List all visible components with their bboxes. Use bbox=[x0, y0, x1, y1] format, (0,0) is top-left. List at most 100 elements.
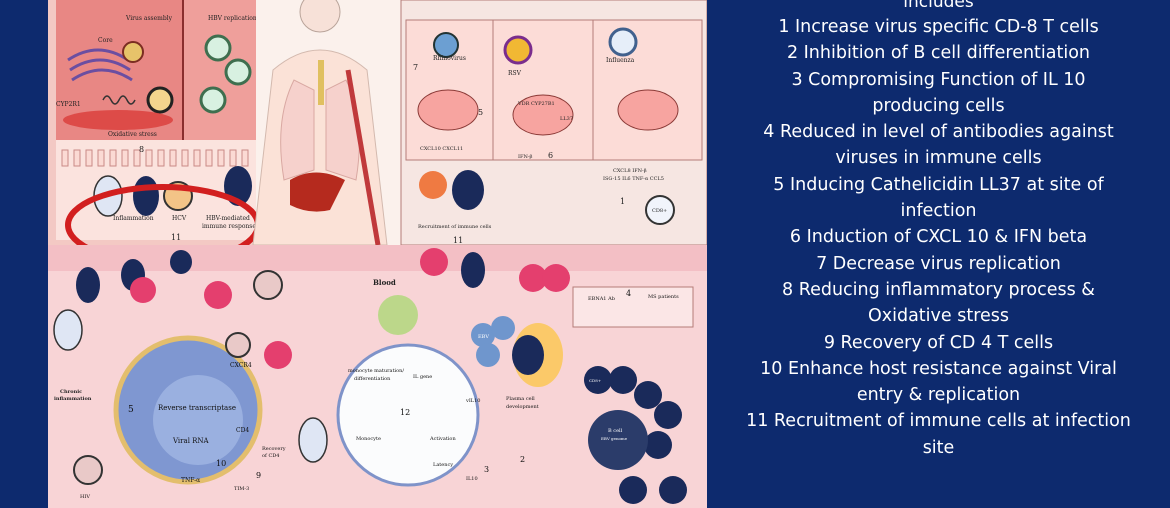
effect-item-5-cont: infection bbox=[900, 201, 977, 222]
label-ll37: LL37 bbox=[560, 116, 573, 122]
head bbox=[299, 0, 341, 33]
label-ifnb: IFN-β bbox=[518, 154, 533, 160]
label-monocyte: Monocyte bbox=[356, 436, 381, 442]
virus-particle-icon bbox=[146, 86, 174, 114]
label-recovery: Recovery bbox=[262, 446, 286, 452]
label-reverse-transcriptase: Reverse transcriptase bbox=[158, 404, 236, 412]
effect-item-10: 10 Enhance host resistance against Viral bbox=[760, 358, 1117, 379]
label-hbv-replication: HBV replication bbox=[208, 15, 257, 22]
rsv-nucleus bbox=[512, 94, 574, 136]
effect-item-9: 9 Recovery of CD 4 T cells bbox=[823, 332, 1054, 353]
rhinovirus-nucleus bbox=[417, 89, 479, 131]
label-cd4: CD4 bbox=[236, 427, 249, 434]
influenza-nucleus bbox=[617, 89, 679, 131]
label-cxcl10: CXCL10 CXCL11 bbox=[420, 146, 463, 152]
effects-list-panel: includes 1 Increase virus specific CD-8 … bbox=[707, 0, 1170, 508]
label-oxidative-stress: Oxidative stress bbox=[108, 131, 157, 138]
left-margin-strip bbox=[0, 0, 48, 508]
label-hbv-immune: HBV-mediated bbox=[206, 215, 250, 222]
label-hiv: HIV bbox=[80, 494, 90, 500]
label-vil10: vIL10 bbox=[465, 398, 480, 404]
effect-item-3: 3 Compromising Function of IL 10 bbox=[791, 69, 1086, 90]
label-num-5-lung: 5 bbox=[478, 108, 483, 117]
immune-cell-dark-1 bbox=[133, 176, 159, 216]
label-ebv-genome: EBV genome bbox=[601, 436, 628, 441]
effect-item-7: 7 Decrease virus replication bbox=[816, 253, 1061, 274]
label-tim3: TIM-3 bbox=[234, 486, 249, 492]
label-influenza: Influenza bbox=[606, 57, 635, 64]
left-lung bbox=[280, 79, 315, 181]
label-activation: Activation bbox=[429, 436, 456, 442]
label-num-9: 9 bbox=[256, 471, 261, 480]
label-development: development bbox=[506, 404, 539, 410]
label-num-4: 4 bbox=[626, 289, 631, 298]
label-num-8: 8 bbox=[139, 145, 144, 154]
effect-item-2: 2 Inhibition of B cell differentiation bbox=[786, 43, 1091, 64]
label-virus-assembly: Virus assembly bbox=[125, 15, 173, 22]
label-num-3: 3 bbox=[484, 465, 489, 474]
hbv-virion-icon-1 bbox=[204, 34, 232, 62]
rhinovirus-icon bbox=[433, 32, 459, 58]
lymphocyte-icon bbox=[452, 170, 484, 210]
label-num-11-lung: 11 bbox=[453, 236, 463, 245]
label-num-5-blood: 5 bbox=[128, 405, 134, 415]
blood-vessel bbox=[345, 69, 381, 246]
label-rhinovirus: Rhinovirus bbox=[433, 55, 466, 62]
effects-items: 1 Increase virus specific CD-8 T cells 2 … bbox=[707, 14, 1170, 461]
effect-item-6: 6 Induction of CXCL 10 & IFN beta bbox=[789, 227, 1088, 248]
hiv-virion-icon bbox=[73, 455, 103, 485]
ms-inset bbox=[572, 286, 694, 328]
ebv-cluster-1 bbox=[378, 295, 418, 335]
label-num-11: 11 bbox=[171, 233, 181, 242]
granulocyte-icon bbox=[419, 171, 447, 199]
b-cell bbox=[588, 410, 648, 470]
label-blood: Blood bbox=[373, 278, 396, 287]
effect-item-4-cont: viruses in immune cells bbox=[835, 148, 1042, 169]
blood-cell-1 bbox=[76, 267, 100, 303]
label-monocyte-maturation: monocyte maturation/ bbox=[348, 368, 404, 374]
villi-row bbox=[61, 149, 249, 167]
label-cd8-blood: CD8+ bbox=[589, 378, 601, 383]
label-inflammation: Inflammation bbox=[113, 215, 154, 222]
label-chronic: Chronic bbox=[60, 389, 82, 395]
effect-item-1: 1 Increase virus specific CD-8 T cells bbox=[778, 17, 1099, 37]
label-tnfa: TNF-α bbox=[181, 477, 200, 484]
label-il10: IL10 bbox=[466, 476, 478, 482]
diagram-svg: Core Virus assembly HBV replication CYP2… bbox=[48, 0, 707, 508]
monocyte-cell bbox=[336, 343, 480, 487]
label-inflammation-blood: inflammation bbox=[54, 396, 92, 402]
label-isg15: ISG-15 IL6 TNF-α CCL5 bbox=[603, 176, 664, 182]
label-of-cd4: of CD4 bbox=[262, 453, 279, 459]
label-cxcr4: CXCR4 bbox=[230, 362, 252, 369]
label-b-cell: B cell bbox=[608, 428, 623, 434]
effect-item-5: 5 Inducing Cathelicidin LL37 at site of bbox=[773, 174, 1104, 195]
label-num-10: 10 bbox=[216, 459, 226, 468]
cd8-cell-icon bbox=[645, 195, 675, 225]
label-cyp2r1: CYP2R1 bbox=[56, 101, 81, 108]
label-core: Core bbox=[98, 37, 113, 44]
er-stack bbox=[67, 48, 133, 82]
effect-item-3-cont: producing cells bbox=[872, 95, 1005, 116]
label-plasma-cell: Plasma cell bbox=[506, 396, 535, 402]
label-viral-rna: Viral RNA bbox=[172, 437, 210, 445]
rsv-icon bbox=[503, 35, 533, 65]
label-num-7: 7 bbox=[413, 63, 418, 72]
effect-item-11: 11 Recruitment of immune cells at infect… bbox=[746, 411, 1131, 432]
hbv-virion-icon-2 bbox=[224, 58, 252, 86]
label-ebna1: EBNA1 Ab bbox=[588, 296, 615, 302]
label-immune-responses: immune responses bbox=[202, 223, 259, 230]
vitamin-d-antiviral-diagram: Core Virus assembly HBV replication CYP2… bbox=[48, 0, 707, 508]
label-hcv: HCV bbox=[172, 215, 187, 222]
label-cxcl8: CXCL8 IFN-β bbox=[613, 168, 647, 174]
effect-item-8: 8 Reducing inflammatory process & bbox=[782, 279, 1095, 300]
label-cd8-lung: CD8+ bbox=[652, 208, 667, 214]
effect-item-4: 4 Reduced in level of antibodies against bbox=[763, 122, 1114, 143]
label-il-gene: IL gene bbox=[413, 374, 432, 380]
effects-list: includes 1 Increase virus specific CD-8 … bbox=[707, 0, 1170, 461]
trachea bbox=[318, 60, 324, 105]
label-num-12: 12 bbox=[400, 408, 410, 417]
hbv-virion-icon-3 bbox=[199, 86, 227, 114]
effect-item-10-cont: entry & replication bbox=[856, 385, 1021, 406]
liver-organ bbox=[290, 172, 345, 212]
label-ms-patients: MS patients bbox=[648, 294, 679, 300]
